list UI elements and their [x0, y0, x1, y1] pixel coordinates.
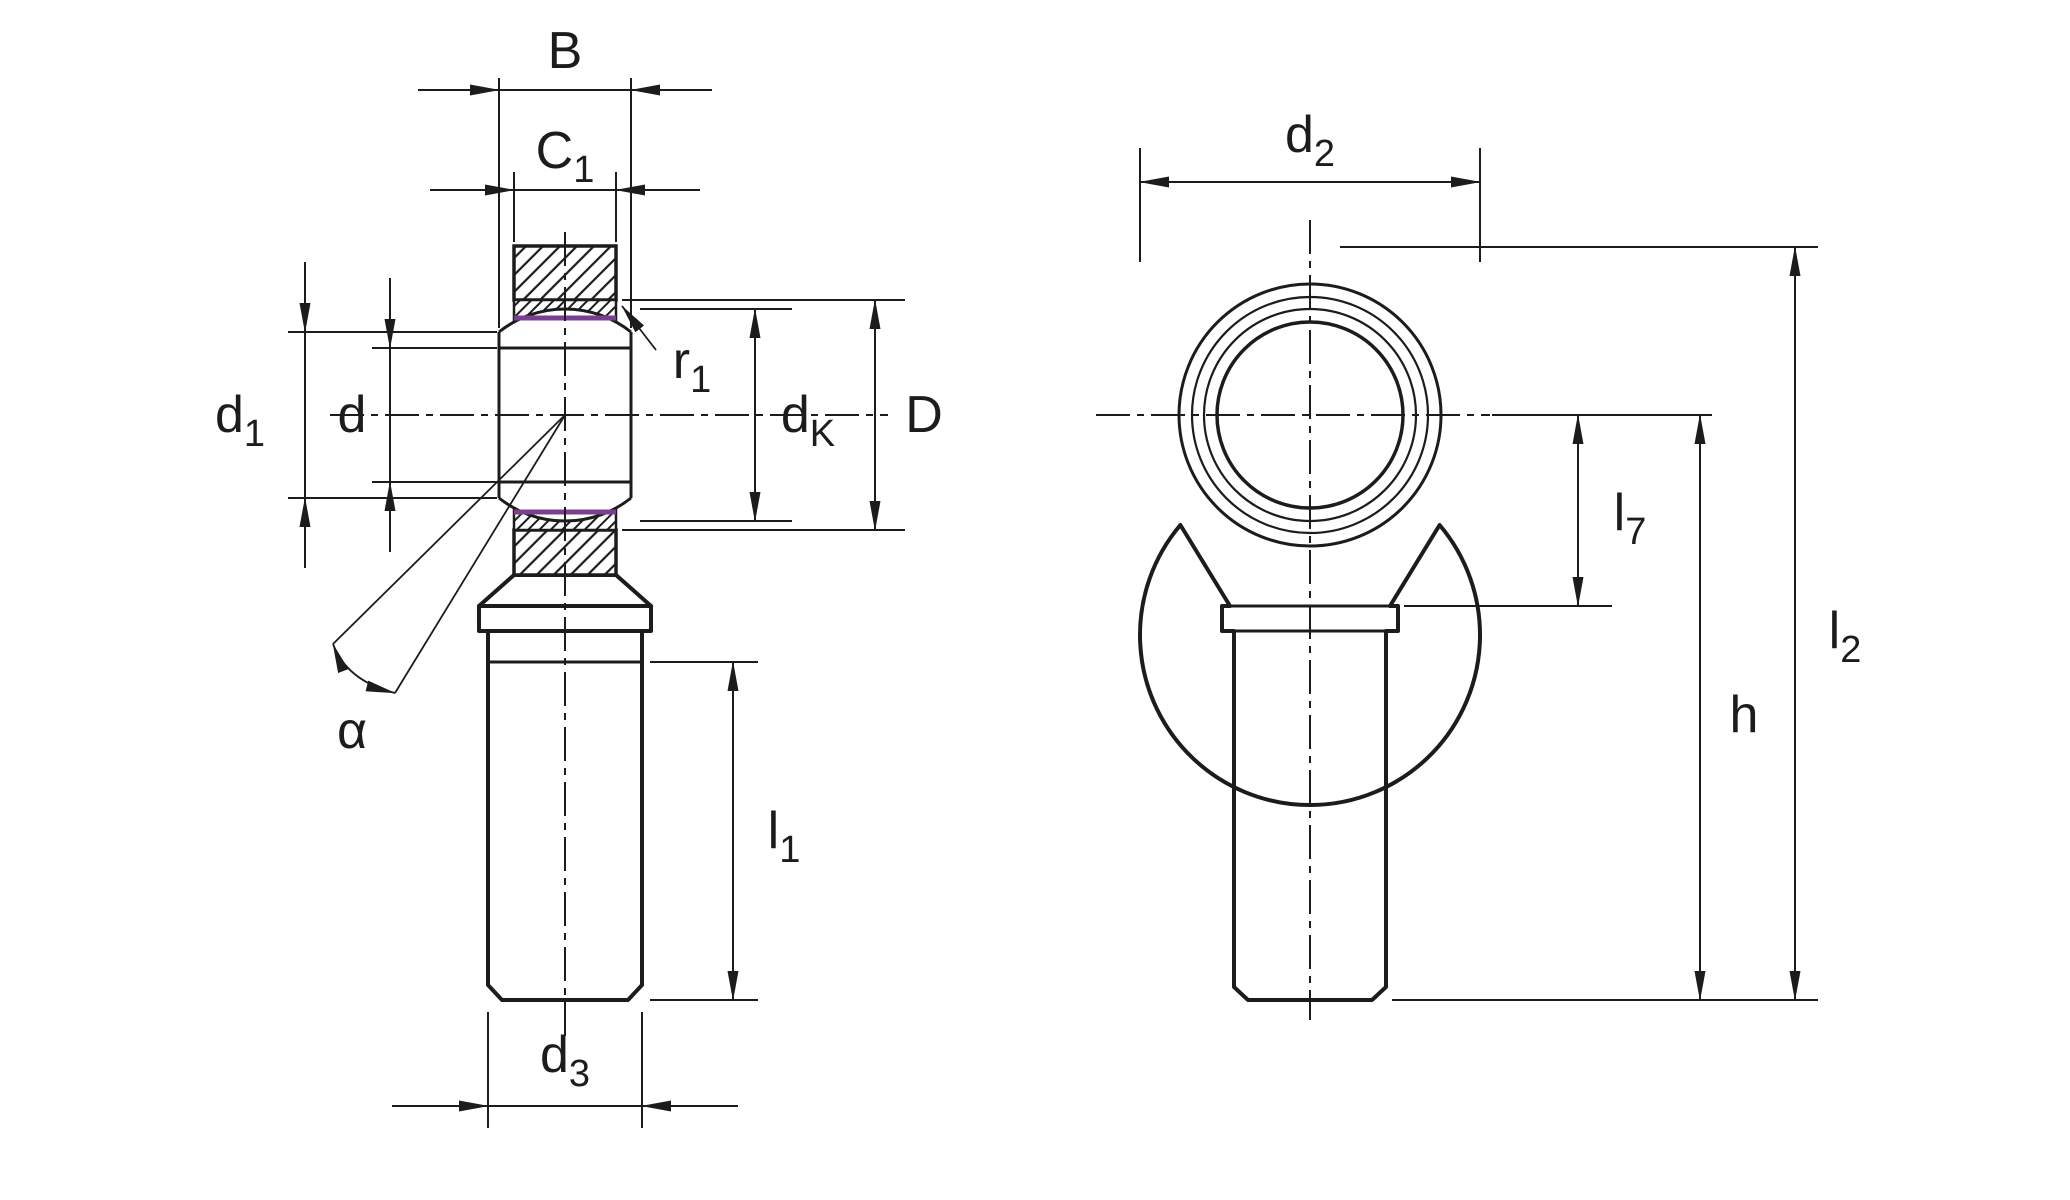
dim-label-l7: l7	[1614, 484, 1647, 553]
dim-label-d: d	[338, 386, 367, 444]
dimension-alpha: α	[332, 414, 566, 760]
dimension-dk: dK	[640, 308, 835, 522]
dim-label-d1: d1	[215, 386, 265, 455]
dim-label-b: B	[548, 22, 583, 80]
dim-label-c1: C1	[536, 122, 595, 191]
dim-label-dk: dK	[781, 386, 835, 455]
dimension-d2: d2	[1139, 106, 1481, 262]
dimension-d3: d3	[392, 1012, 738, 1128]
side-section-view: α B C1 r1	[215, 22, 943, 1128]
dim-label-l2: l2	[1829, 602, 1862, 671]
dimension-r1: r1	[621, 305, 711, 401]
dimension-l1: l1	[650, 661, 801, 1001]
dim-label-d3: d3	[540, 1026, 590, 1095]
rod-end-body-outline	[1138, 523, 1482, 1002]
dimension-cap-d: D	[622, 299, 943, 531]
front-view: d2 l7 h l2	[1096, 106, 1861, 1020]
dim-label-alpha: α	[337, 702, 367, 760]
dimension-d1: d1	[215, 262, 497, 568]
dim-label-d2: d2	[1285, 106, 1335, 175]
dim-label-l1: l1	[768, 802, 801, 871]
dimension-b: B	[418, 22, 712, 328]
dim-label-h: h	[1730, 686, 1759, 744]
dimension-l7: l7	[1572, 414, 1647, 607]
dimension-l2: l2	[1789, 246, 1862, 1001]
dimension-h: h	[1694, 414, 1759, 1001]
dim-label-r1: r1	[673, 332, 711, 401]
dimension-d: d	[338, 278, 497, 552]
dim-label-cap-d: D	[905, 386, 943, 444]
dimension-c1: C1	[430, 122, 700, 242]
